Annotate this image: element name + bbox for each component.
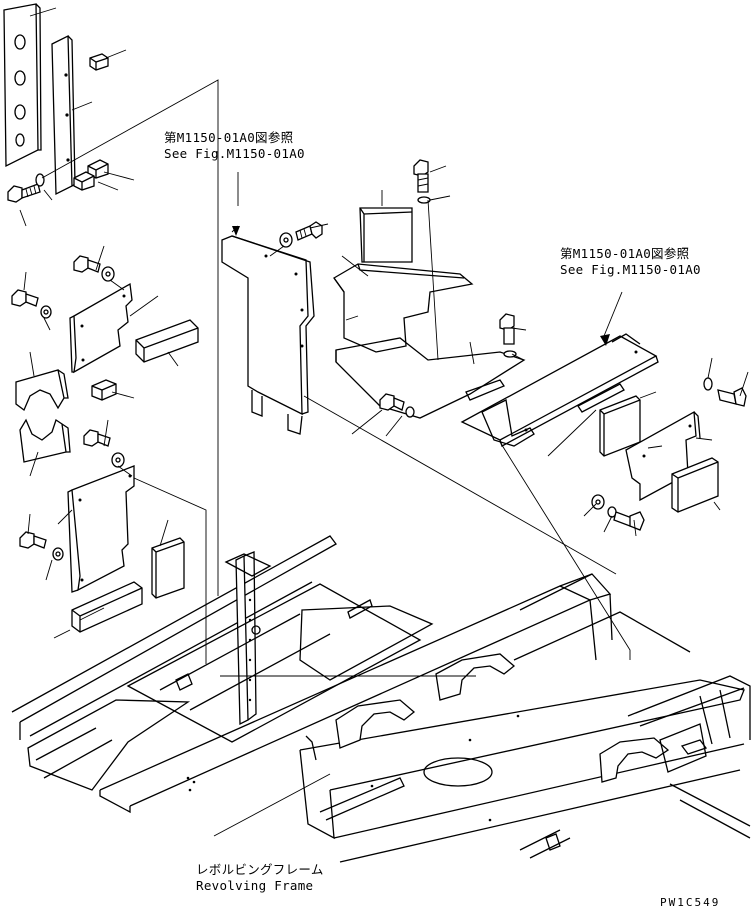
bolt-washer-upper-right [413, 159, 431, 204]
drawing-code: PW1C549 [660, 896, 721, 909]
ref-label-upper-ja: 第M1150-01A0図参照 [164, 130, 294, 145]
small-blocks-top [73, 53, 109, 191]
left-vertical-plate [3, 3, 42, 168]
plate-lower-left [67, 465, 135, 593]
leader-lines [19, 7, 749, 837]
pad-right-lower [671, 457, 719, 513]
bolt-washer-center-low [379, 393, 415, 418]
frame-label-en: Revolving Frame [196, 878, 314, 893]
revolving-frame [11, 535, 751, 863]
vertical-bracket-plate [221, 235, 315, 435]
ref-label-right-en: See Fig.M1150-01A0 [560, 262, 701, 277]
spacer-bar-mid [91, 319, 199, 401]
upper-pad [359, 207, 413, 263]
pad-lower-left [71, 537, 185, 633]
plate-mid-left [69, 282, 133, 374]
washer-bolt-upper-center [279, 221, 323, 248]
arrow-markers [232, 226, 610, 346]
ref-label-right-ja: 第M1150-01A0図参照 [560, 246, 690, 261]
frame-label-ja: レボルビングフレーム [196, 862, 324, 877]
bolts-mid-left [11, 255, 115, 319]
bolts-lower-left [19, 429, 125, 561]
center-cover-bracket [333, 263, 526, 419]
ref-label-upper-en: See Fig.M1150-01A0 [164, 146, 305, 161]
bolt-washer-right-center [499, 313, 517, 358]
clamp-halves [15, 369, 71, 463]
bolt-left-top [7, 173, 45, 203]
pad-right-upper [599, 395, 641, 457]
